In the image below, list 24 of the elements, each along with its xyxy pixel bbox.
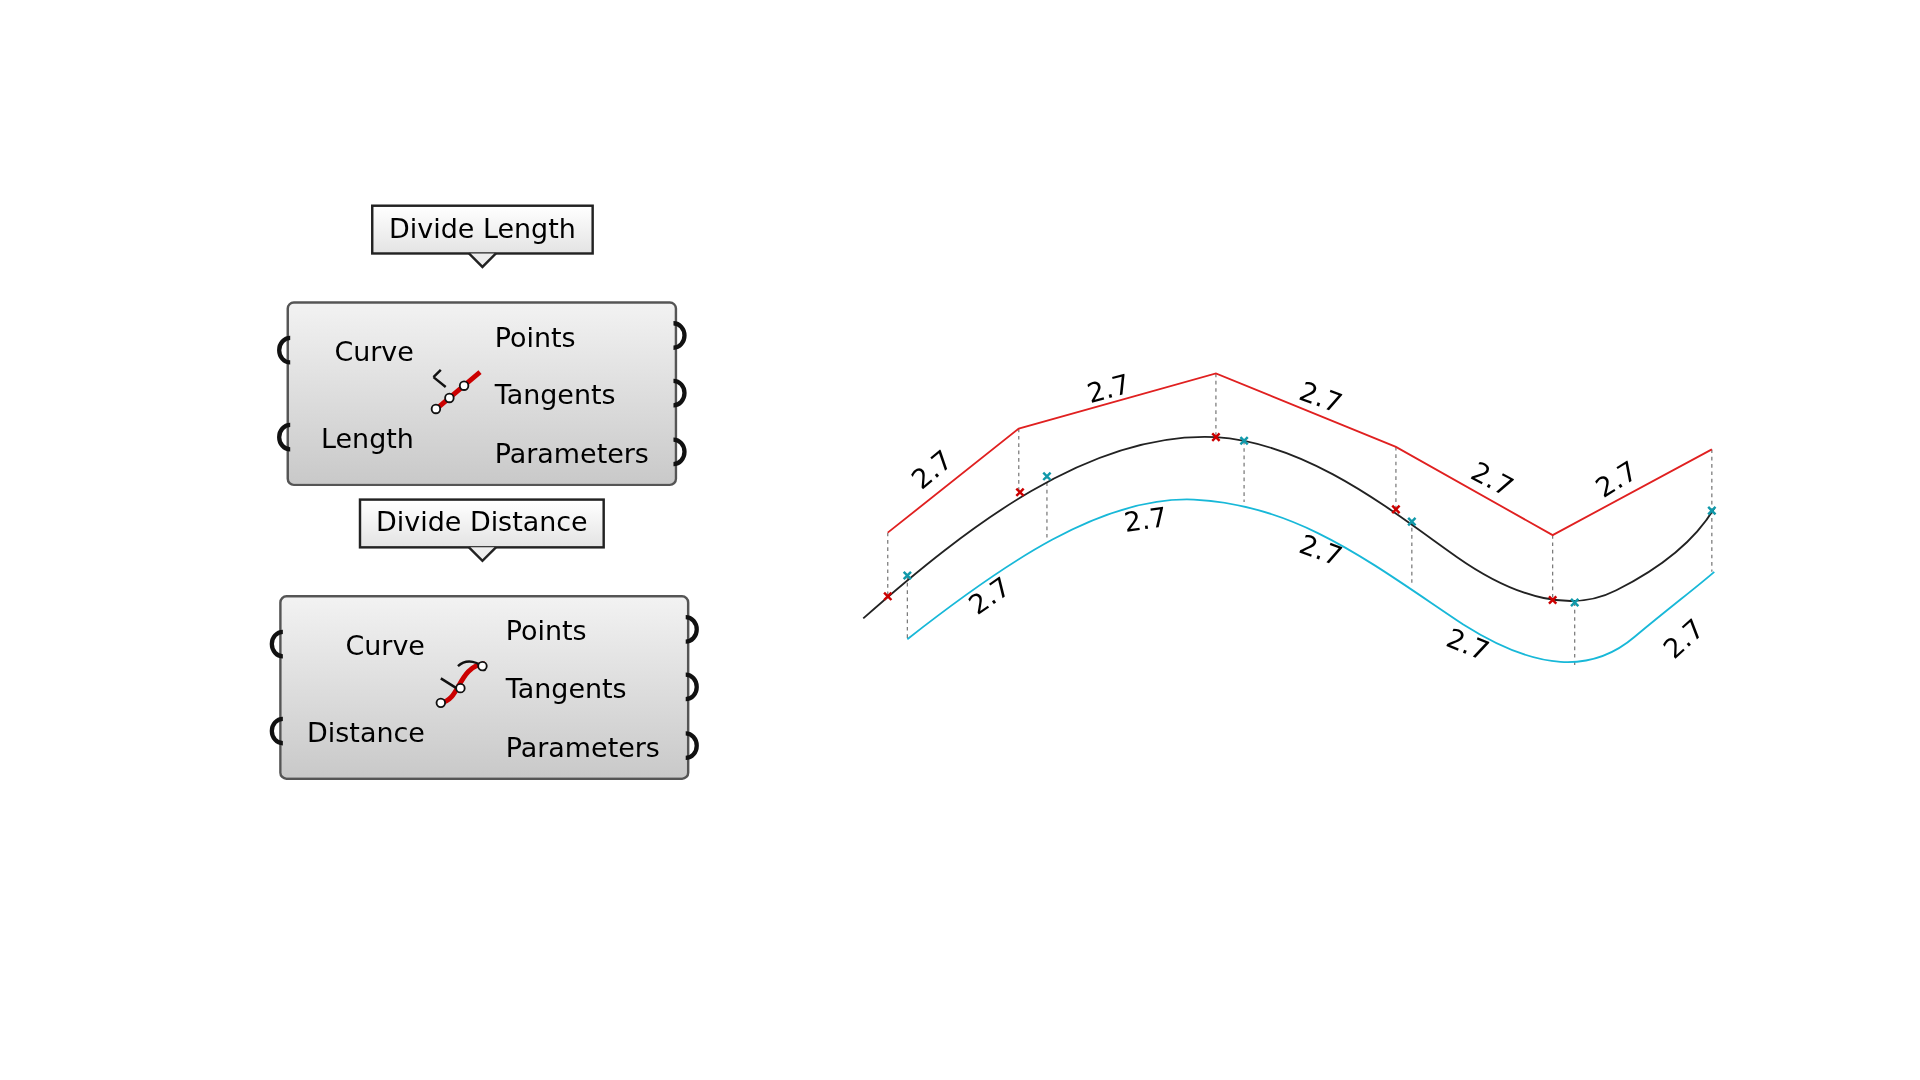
output-label: Points (494, 322, 576, 354)
dimension-label: 2.7 (1657, 613, 1710, 665)
dimension-label: 2.7 (1083, 369, 1133, 410)
output-label: Parameters (494, 438, 649, 471)
input-label: Curve (345, 630, 425, 663)
dimension-label: 2.7 (906, 445, 958, 496)
tooltip-label: Divide Distance (358, 498, 605, 549)
input-label: Length (320, 423, 414, 456)
output-label: Points (505, 615, 587, 648)
dimension-label: 2.7 (1441, 623, 1493, 667)
dimension-label: 2.7 (1294, 529, 1346, 573)
output-label: Tangents (494, 379, 616, 412)
dimension-label: 2.7 (1294, 376, 1346, 420)
dimension-label: 2.7 (1121, 502, 1169, 538)
dimension-label: 2.7 (963, 572, 1016, 621)
tooltip-label: Divide Length (371, 204, 594, 255)
output-label: Tangents (505, 673, 627, 706)
output-label: Parameters (505, 732, 660, 765)
component-box (279, 595, 690, 780)
input-label: Distance (307, 717, 425, 750)
dimension-label: 2.7 (1590, 456, 1643, 504)
dimension-label: 2.7 (1465, 456, 1518, 504)
component-box (286, 301, 678, 487)
input-label: Curve (334, 336, 414, 369)
